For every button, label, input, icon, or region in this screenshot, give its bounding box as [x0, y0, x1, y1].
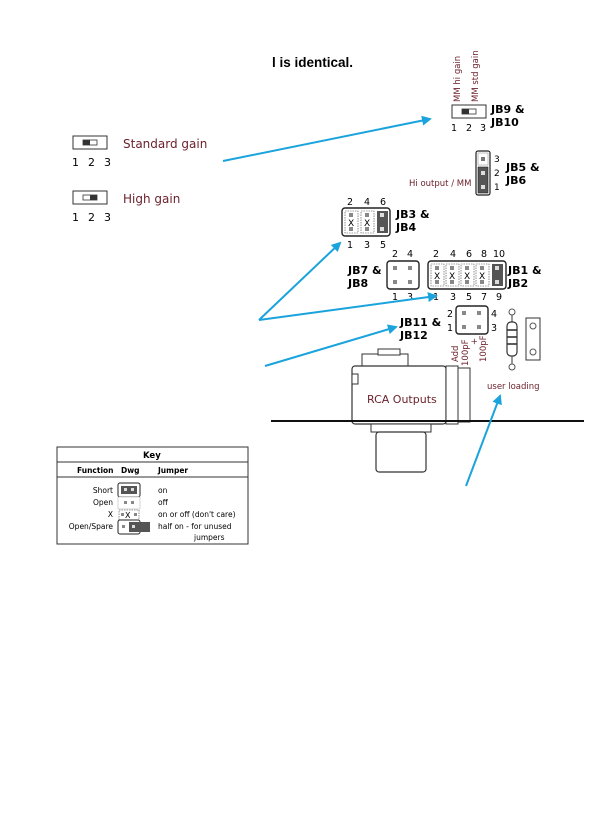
pin-number: 1 [494, 183, 500, 193]
cap-label: 100pF [479, 335, 489, 362]
loading-pad-icon [525, 317, 541, 361]
standard-gain-switch: Standard gain 1 2 3 [72, 135, 207, 169]
pin-number: 2 [433, 249, 439, 260]
pin-number: 2 [494, 169, 500, 179]
pin-number: 5 [466, 292, 472, 303]
jb11-header: JB11 & JB12 2 4 1 3 Add 100pF + 100pF [399, 305, 497, 366]
mm-std-gain-label: MM std gain [471, 50, 481, 102]
key-function: Open [93, 498, 113, 507]
jb5-name: JB5 & [505, 161, 540, 174]
key-description: on or off (don't care) [158, 510, 236, 519]
jb9-name: JB9 & [490, 103, 525, 116]
jb4-name: JB4 [395, 221, 416, 234]
pin-number: 4 [491, 309, 497, 320]
key-description-line2: jumpers [193, 533, 225, 542]
high-gain-switch: High gain 1 2 3 [72, 190, 180, 224]
hi-output-mm-label: Hi output / MM [409, 179, 471, 189]
arrow-to-jb1 [258, 292, 438, 321]
jb1-name: JB1 & [507, 264, 542, 277]
jb7-name: JB7 & [347, 264, 382, 277]
pin-number: 8 [481, 249, 487, 260]
arrow-to-jb11 [264, 324, 398, 367]
plus-label: + [470, 338, 480, 345]
pin-number: 2 [392, 249, 398, 260]
pin-number: 3 [407, 292, 413, 303]
pin-number: 1 [433, 292, 439, 303]
high-gain-label: High gain [123, 192, 180, 206]
pin-number: 4 [407, 249, 413, 260]
pin-number: 1 [447, 323, 453, 334]
pin-number: 3 [104, 211, 111, 224]
pin-number: 3 [364, 240, 370, 251]
resistor-icon [506, 308, 518, 371]
arrow-to-user-loading [465, 394, 502, 487]
x-mark: X [348, 219, 354, 229]
jb1-header: 2 4 6 8 10 X X X X 1 3 5 7 9 JB1 & JB2 [427, 249, 542, 303]
cap-label: 100pF [461, 339, 471, 366]
jb9-switch-block: MM hi gain MM std gain 1 2 3 JB9 & JB10 [451, 50, 525, 134]
pin-number: 1 [347, 240, 353, 251]
key-title: Key [143, 451, 161, 461]
user-loading-label: user loading [487, 382, 540, 392]
pin-number: 1 [451, 123, 457, 134]
pin-number: 3 [491, 323, 497, 334]
jb3-name: JB3 & [395, 208, 430, 221]
jb5-header: 3 2 1 Hi output / MM JB5 & JB6 [409, 150, 540, 196]
rca-outputs-label: RCA Outputs [367, 393, 437, 406]
pin-number: 1 [72, 156, 79, 169]
jb7-header: JB7 & JB8 2 4 1 3 [347, 249, 420, 303]
arrow-to-jb3 [258, 241, 342, 321]
x-mark: X [434, 272, 440, 282]
key-description: on [158, 486, 168, 495]
x-mark: X [464, 272, 470, 282]
pin-number: 7 [481, 292, 487, 303]
pin-number: 6 [466, 249, 472, 260]
key-function: Short [93, 486, 113, 495]
standard-gain-label: Standard gain [123, 137, 207, 151]
pin-number: 3 [494, 155, 500, 165]
jb8-name: JB8 [347, 277, 368, 290]
pointer-arrows [222, 115, 502, 487]
pin-number: 4 [364, 197, 370, 208]
arrow-to-jb9 [222, 115, 432, 162]
key-function: Open/Spare [69, 522, 114, 531]
add-label: Add [451, 346, 461, 362]
jb2-name: JB2 [507, 277, 528, 290]
page-heading: l is identical. [272, 55, 353, 70]
key-description: half on - for unused [158, 522, 232, 531]
mm-hi-gain-label: MM hi gain [453, 56, 463, 102]
pin-number: 3 [104, 156, 111, 169]
key-header-jumper: Jumper [157, 466, 188, 475]
key-header-function: Function [77, 466, 114, 475]
rca-connector: RCA Outputs [351, 348, 471, 473]
pin-number: 10 [493, 249, 505, 260]
pin-number: 2 [447, 309, 453, 320]
x-mark: X [449, 272, 455, 282]
pin-number: 2 [466, 123, 472, 134]
jb3-header: 2 4 6 X X 1 3 5 JB3 & JB4 [341, 197, 430, 251]
pin-number: 9 [496, 292, 502, 303]
pin-number: 5 [380, 240, 386, 251]
jb6-name: JB6 [505, 174, 526, 187]
pin-number: 3 [480, 123, 486, 134]
pin-number: 2 [347, 197, 353, 208]
jb12-name: JB12 [399, 329, 428, 342]
key-header-dwg: Dwg [121, 466, 140, 475]
x-mark: X [364, 219, 370, 229]
pin-number: 3 [450, 292, 456, 303]
jb11-name: JB11 & [399, 316, 442, 329]
key-function: X [108, 510, 113, 519]
pin-number: 2 [88, 156, 95, 169]
pin-number: 1 [392, 292, 398, 303]
jb10-name: JB10 [490, 116, 519, 129]
pin-number: 4 [450, 249, 456, 260]
x-mark: X [479, 272, 485, 282]
key-legend: Key Function Dwg Jumper Short on Open of… [56, 446, 249, 545]
key-description: off [158, 498, 169, 507]
pin-number: 6 [380, 197, 386, 208]
pin-number: 2 [88, 211, 95, 224]
x-mark: X [125, 511, 131, 520]
pin-number: 1 [72, 211, 79, 224]
